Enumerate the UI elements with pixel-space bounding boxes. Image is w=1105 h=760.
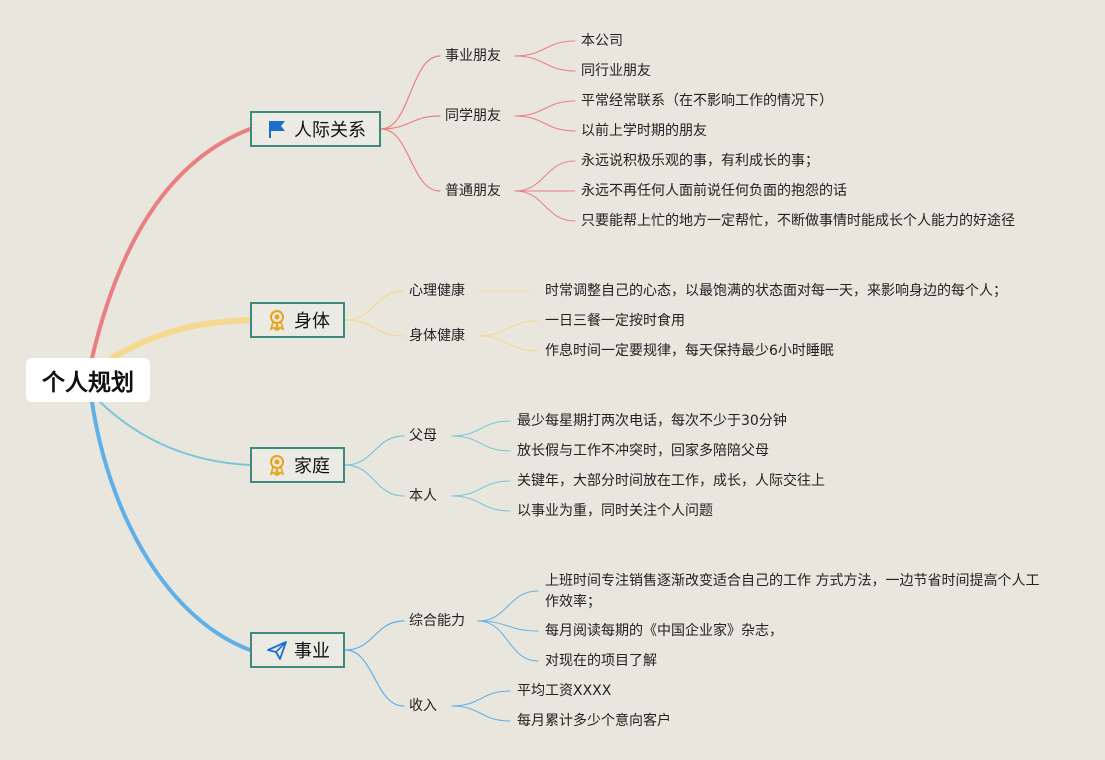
sub-connector [380, 128, 441, 192]
leaf-connector [514, 40, 576, 57]
leaf-item[interactable]: 对现在的项目了解 [545, 653, 657, 669]
branch-label: 人际关系 [294, 120, 366, 141]
subtopic-classmate-friends[interactable]: 同学朋友 [445, 108, 501, 124]
subtopic-physical-health[interactable]: 身体健康 [409, 328, 465, 344]
subtopic-ordinary-friends[interactable]: 普通朋友 [445, 183, 501, 199]
branch-body[interactable]: 身体 [250, 302, 345, 338]
leaf-connector [451, 495, 511, 512]
subtopic-parents[interactable]: 父母 [409, 428, 437, 444]
leaf-item[interactable]: 作息时间一定要规律，每天保持最少6小时睡眠 [545, 343, 834, 359]
main-connector [99, 401, 251, 466]
leaf-item[interactable]: 每月阅读每期的《中国企业家》杂志， [545, 623, 783, 639]
sub-connector [344, 649, 405, 707]
leaf-item[interactable]: 本公司 [581, 33, 623, 49]
sub-connector [380, 115, 441, 130]
leaf-item[interactable]: 上班时间专注销售逐渐改变适合自己的工作 方式方法，一边节省时间提高个人工作效率； [545, 573, 1040, 610]
award-ribbon-icon [266, 309, 288, 331]
branch-label: 事业 [294, 641, 330, 662]
leaf-item[interactable]: 以前上学时期的朋友 [581, 123, 707, 139]
leaf-item[interactable]: 永远不再任何人面前说任何负面的抱怨的话 [581, 183, 847, 199]
leaf-item[interactable]: 关键年，大部分时间放在工作，成长，人际交往上 [517, 473, 825, 489]
subtopic-ability[interactable]: 综合能力 [409, 613, 465, 629]
branch-label: 身体 [294, 311, 330, 332]
leaf-item[interactable]: 平常经常联系（在不影响工作的情况下） [581, 93, 833, 109]
branch-family[interactable]: 家庭 [250, 447, 345, 483]
leaf-item[interactable]: 时常调整自己的心态，以最饱满的状态面对每一天，来影响身边的每个人； [545, 283, 1007, 299]
leaf-connector [514, 190, 576, 222]
branch-career[interactable]: 事业 [250, 632, 345, 668]
leaf-connector [477, 335, 539, 352]
sub-connector [344, 319, 405, 337]
leaf-connector [451, 480, 511, 497]
award-ribbon-icon [266, 454, 288, 476]
subtopic-income[interactable]: 收入 [409, 698, 437, 714]
sub-connector [344, 290, 405, 321]
sub-connector [344, 435, 405, 466]
subtopic-mental-health[interactable]: 心理健康 [409, 283, 465, 299]
paper-plane-icon [266, 639, 288, 661]
leaf-connector [477, 620, 539, 662]
leaf-connector [451, 690, 511, 707]
leaf-item[interactable]: 平均工资XXXX [517, 683, 612, 699]
leaf-connector [477, 620, 539, 632]
leaf-connector [451, 705, 511, 722]
branch-relations[interactable]: 人际关系 [250, 111, 381, 147]
leaf-connector [514, 115, 576, 132]
leaf-connector [451, 435, 511, 452]
branch-label: 家庭 [294, 456, 330, 477]
leaf-connector [514, 100, 576, 117]
leaf-connector [451, 420, 511, 437]
subtopic-self[interactable]: 本人 [409, 488, 437, 504]
main-connector [109, 317, 253, 361]
leaf-item[interactable]: 最少每星期打两次电话，每次不少于30分钟 [517, 413, 787, 429]
sub-connector [380, 55, 441, 130]
leaf-connector [514, 55, 576, 72]
leaf-item[interactable]: 每月累计多少个意向客户 [517, 713, 671, 729]
leaf-item[interactable]: 只要能帮上忙的地方一定帮忙，不断做事情时能成长个人能力的好途径 [581, 213, 1015, 229]
subtopic-career-friends[interactable]: 事业朋友 [445, 48, 501, 64]
main-connector [90, 127, 252, 360]
flag-icon [266, 118, 288, 140]
leaf-connector [477, 320, 539, 337]
leaf-item[interactable]: 以事业为重，同时关注个人问题 [517, 503, 713, 519]
leaf-item[interactable]: 放长假与工作不冲突时，回家多陪陪父母 [517, 443, 769, 459]
leaf-item[interactable]: 永远说积极乐观的事，有利成长的事； [581, 153, 819, 169]
main-connector [90, 400, 252, 652]
leaf-connector [477, 590, 539, 622]
leaf-connector [514, 160, 576, 192]
root-label: 个人规划 [42, 370, 134, 396]
leaf-item[interactable]: 一日三餐一定按时食用 [545, 313, 685, 329]
sub-connector [344, 620, 405, 651]
root-node[interactable]: 个人规划 [26, 358, 150, 402]
sub-connector [344, 464, 405, 497]
leaf-item[interactable]: 同行业朋友 [581, 63, 651, 79]
